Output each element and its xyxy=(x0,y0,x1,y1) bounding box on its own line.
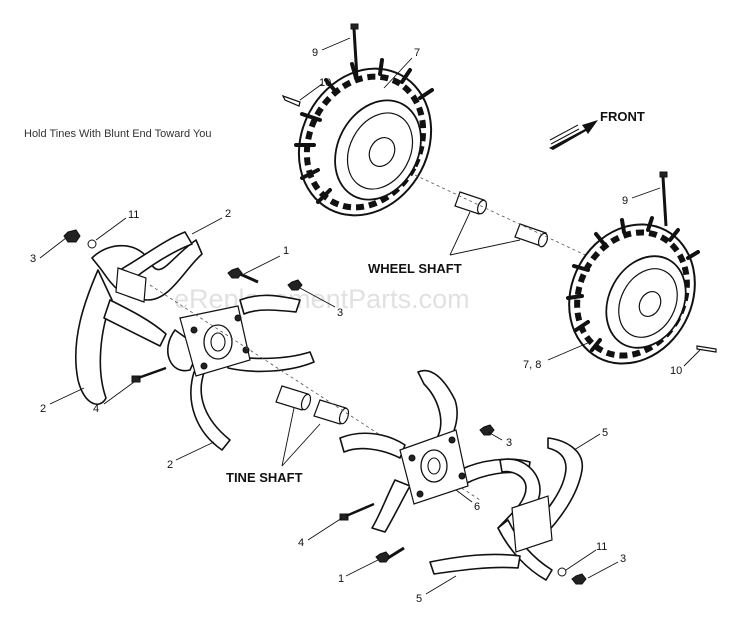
wheel-shaft-label: WHEEL SHAFT xyxy=(368,261,462,276)
callout-11-bottom: 11 xyxy=(596,541,607,553)
leader-tine-shaft-a xyxy=(281,407,295,467)
nut-left xyxy=(63,229,81,243)
callout-7: 7 xyxy=(414,47,420,59)
callout-1-top: 1 xyxy=(283,245,289,257)
callout-leaders xyxy=(39,37,701,595)
bolt-bottom xyxy=(375,546,405,563)
assembly-note: Hold Tines With Blunt End Toward You xyxy=(24,128,212,140)
nut-bottom xyxy=(571,573,587,585)
wheel-shaft-pin-2 xyxy=(514,223,549,248)
right-wheel-tire xyxy=(566,216,700,365)
wheel-shaft-pin-1 xyxy=(454,191,488,215)
callout-9-top: 9 xyxy=(312,47,318,59)
tine-shaft-pin-2 xyxy=(313,399,350,425)
leader-wheel-shaft-b xyxy=(449,239,521,256)
callout-10-right: 10 xyxy=(670,365,682,377)
wheel-pin-top xyxy=(281,94,301,107)
callout-3-center: 3 xyxy=(337,307,343,319)
callout-7-8: 7, 8 xyxy=(523,359,541,371)
callout-10-top: 10 xyxy=(319,77,331,89)
washer-bottom xyxy=(557,567,567,577)
tine-shaft-pin-1 xyxy=(275,385,312,411)
shear-pin-left xyxy=(131,366,167,383)
callout-4-left: 4 xyxy=(93,403,99,415)
callout-6: 6 xyxy=(474,501,480,513)
washer-left xyxy=(87,239,97,249)
callout-3-bottom: 3 xyxy=(620,553,626,565)
wheel-bolt-top xyxy=(350,23,359,79)
left-inner-tine-set xyxy=(166,294,315,451)
callout-9-right: 9 xyxy=(622,195,628,207)
nut-center xyxy=(287,279,303,291)
callout-11-left: 11 xyxy=(128,209,139,221)
callout-2-bottom: 2 xyxy=(167,459,173,471)
tine-shaft-label: TINE SHAFT xyxy=(226,470,303,485)
callout-3-right: 3 xyxy=(506,437,512,449)
bolt-top xyxy=(227,267,259,284)
callout-5-bottom: 5 xyxy=(416,593,422,605)
wheel-pin-right xyxy=(696,345,717,353)
callout-2-top: 2 xyxy=(225,208,231,220)
left-wheel-tire xyxy=(294,58,434,217)
left-outer-tine-set xyxy=(74,231,203,405)
wheel-bolt-right xyxy=(659,171,668,227)
nut-right xyxy=(479,424,495,436)
wheel-axis-line xyxy=(414,174,601,263)
leader-tine-shaft-b xyxy=(281,423,321,467)
front-label: FRONT xyxy=(600,109,645,124)
callout-4-bottom: 4 xyxy=(298,537,304,549)
callout-1-bottom: 1 xyxy=(338,573,344,585)
right-inner-tine-set xyxy=(339,369,531,533)
right-outer-tine-set xyxy=(429,437,583,581)
callout-5-top: 5 xyxy=(602,427,608,439)
shear-pin-right xyxy=(339,502,375,521)
callout-2-left: 2 xyxy=(40,403,46,415)
callout-3-left: 3 xyxy=(30,253,36,265)
leader-wheel-shaft-a xyxy=(449,211,471,256)
front-arrow-icon xyxy=(549,120,598,150)
